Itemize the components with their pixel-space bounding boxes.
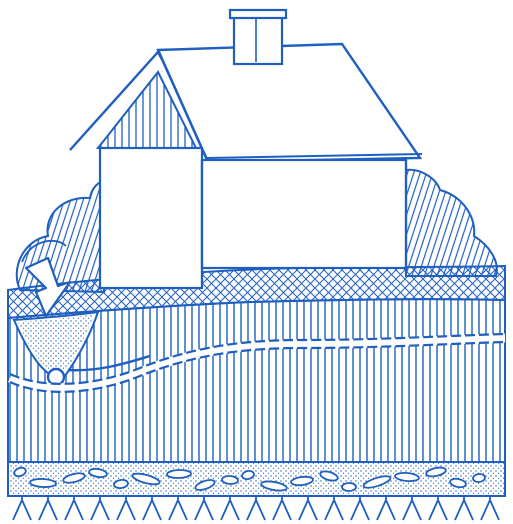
gravel-stone [221,475,239,485]
gravel-stone [62,472,86,484]
flow-arrow [24,256,72,318]
root-mark [90,496,110,521]
gravel-stone [394,471,420,483]
gravel-stone [260,480,288,492]
root-mark [324,496,344,521]
right-shrub [405,168,498,277]
root-mark [298,496,318,521]
house [69,8,423,290]
gravel-stone [362,475,392,489]
gravel-stone [449,477,467,489]
gravel-stone [113,479,129,489]
gravel-stone [131,472,161,486]
gravel-stone [13,466,27,478]
root-mark [38,496,58,521]
gravel-stone [166,469,192,479]
root-mark [142,496,162,521]
gable-wall [98,146,204,290]
left-shrub [15,178,105,294]
gravel-stone [194,479,216,491]
root-mark [116,496,136,521]
root-mark [194,496,214,521]
root-mark [246,496,266,521]
gravel-stone [341,482,357,492]
drain-pipe-end [46,367,66,387]
root-mark [220,496,240,521]
root-mark [428,496,448,521]
root-mark [480,496,500,521]
gravel-stone [88,467,108,479]
gravel-stone [425,466,447,478]
gravel-layer [7,461,506,497]
root-mark [350,496,370,521]
root-mark [402,496,422,521]
bedrock-roots [12,496,500,521]
drain-pit [12,310,100,387]
gravel-stone [29,478,57,488]
root-mark [454,496,474,521]
root-mark [376,496,396,521]
root-mark [64,496,84,521]
root-mark [12,496,32,521]
gravel-stone [290,475,314,487]
side-wall [200,158,408,270]
roof [156,42,423,164]
root-mark [272,496,292,521]
drain-line [8,332,506,393]
gravel-stone [319,470,339,482]
root-mark [168,496,188,521]
gravel-stone [241,469,255,481]
chimney [228,8,288,66]
gravel-stone [472,473,486,483]
